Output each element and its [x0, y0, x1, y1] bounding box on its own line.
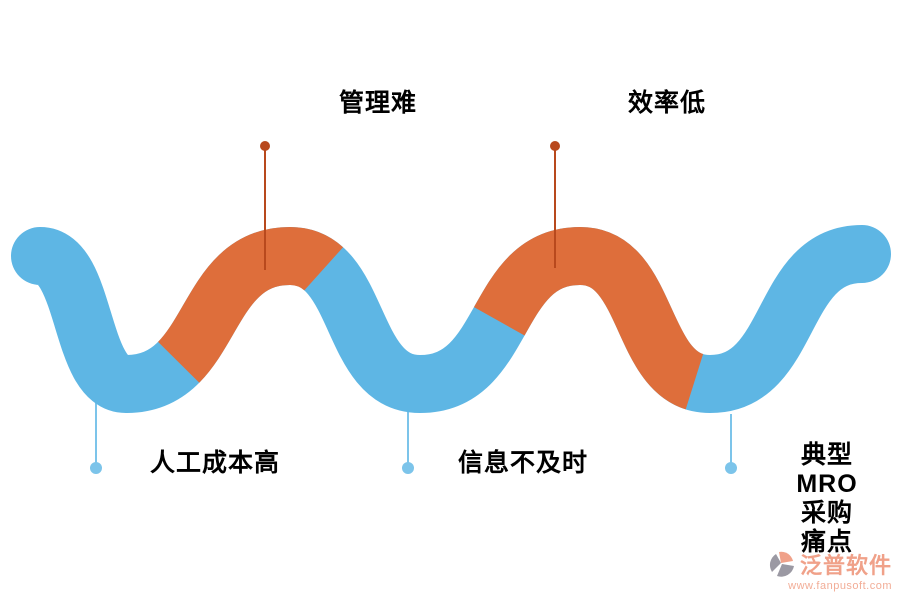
- marker-dot-top-2: [550, 141, 560, 151]
- logo-swirl-gray-left: [769, 554, 781, 572]
- watermark: 泛普软件 www.fanpusoft.com: [742, 548, 892, 592]
- label-untimely-information: 信息不及时: [457, 449, 589, 477]
- marker-dot-bottom-3: [725, 462, 737, 474]
- label-typical-mro-line1: 典型MRO采购: [796, 441, 858, 527]
- logo-swirl-salmon: [778, 551, 793, 563]
- label-typical-mro-pain-points: 典型MRO采购 痛点: [791, 441, 864, 557]
- logo-swirl-gray-bottom: [776, 564, 794, 577]
- watermark-brand-row: 泛普软件: [742, 548, 892, 580]
- marker-dot-top-1: [260, 141, 270, 151]
- label-high-labor-cost: 人工成本高: [149, 449, 281, 477]
- watermark-brand-name: 泛普软件: [799, 553, 892, 578]
- fanpu-logo-icon: [769, 551, 794, 577]
- label-typical-mro-line2: 痛点: [800, 528, 853, 556]
- label-management-difficult: 管理难: [338, 89, 418, 117]
- marker-dot-bottom-2: [402, 462, 414, 474]
- marker-dot-bottom-1: [90, 462, 102, 474]
- watermark-url: www.fanpusoft.com: [788, 580, 892, 592]
- label-low-efficiency: 效率低: [627, 89, 707, 117]
- wave-ribbon-blue: [11, 225, 891, 414]
